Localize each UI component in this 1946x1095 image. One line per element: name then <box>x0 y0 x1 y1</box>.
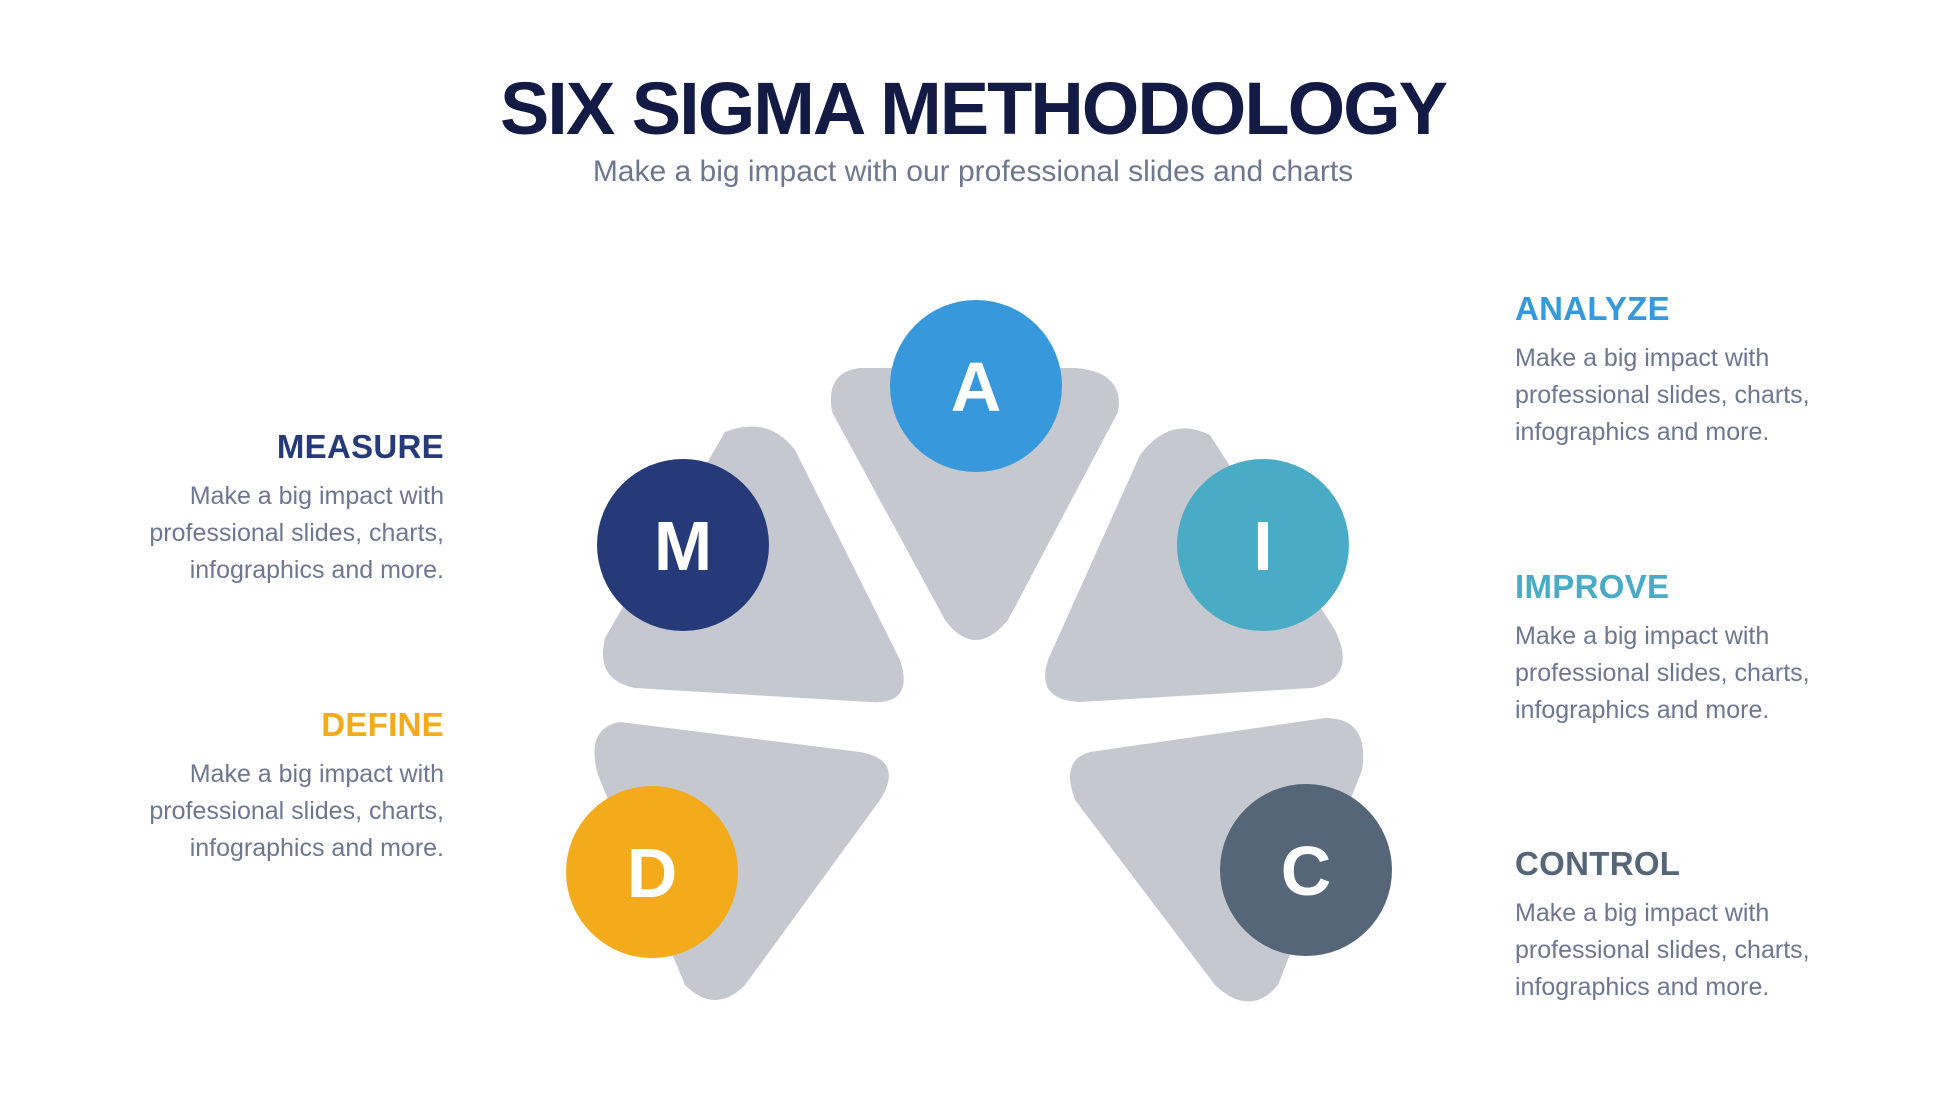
page-title: SIX SIGMA METHODOLOGY <box>499 67 1448 150</box>
control-description: Make a big impact with professional slid… <box>1515 899 1810 1001</box>
control-letter: C <box>1281 832 1332 910</box>
control-block: CONTROL Make a big impact with professio… <box>1515 845 1905 1006</box>
define-letter: D <box>627 834 678 912</box>
petal-analyze <box>830 368 1119 640</box>
control-heading: CONTROL <box>1515 845 1681 882</box>
measure-letter: M <box>654 507 712 585</box>
control-circle <box>1220 784 1392 956</box>
measure-description: Make a big impact with professional slid… <box>149 482 444 584</box>
define-circle <box>566 786 738 958</box>
improve-letter: I <box>1253 507 1272 585</box>
measure-block: MEASURE Make a big impact with professio… <box>54 428 444 589</box>
improve-heading: IMPROVE <box>1515 568 1670 605</box>
analyze-letter: A <box>951 348 1002 426</box>
define-heading: DEFINE <box>321 706 444 743</box>
measure-circle <box>597 459 769 631</box>
define-block: DEFINE Make a big impact with profession… <box>54 706 444 867</box>
analyze-block: ANALYZE Make a big impact with professio… <box>1515 290 1905 451</box>
page-subtitle: Make a big impact with our professional … <box>592 155 1354 188</box>
analyze-circle <box>890 300 1062 472</box>
analyze-description: Make a big impact with professional slid… <box>1515 344 1810 446</box>
improve-circle <box>1177 459 1349 631</box>
analyze-heading: ANALYZE <box>1515 290 1670 327</box>
measure-heading: MEASURE <box>276 428 444 465</box>
improve-block: IMPROVE Make a big impact with professio… <box>1515 568 1905 729</box>
improve-description: Make a big impact with professional slid… <box>1515 622 1810 724</box>
define-description: Make a big impact with professional slid… <box>149 760 444 862</box>
